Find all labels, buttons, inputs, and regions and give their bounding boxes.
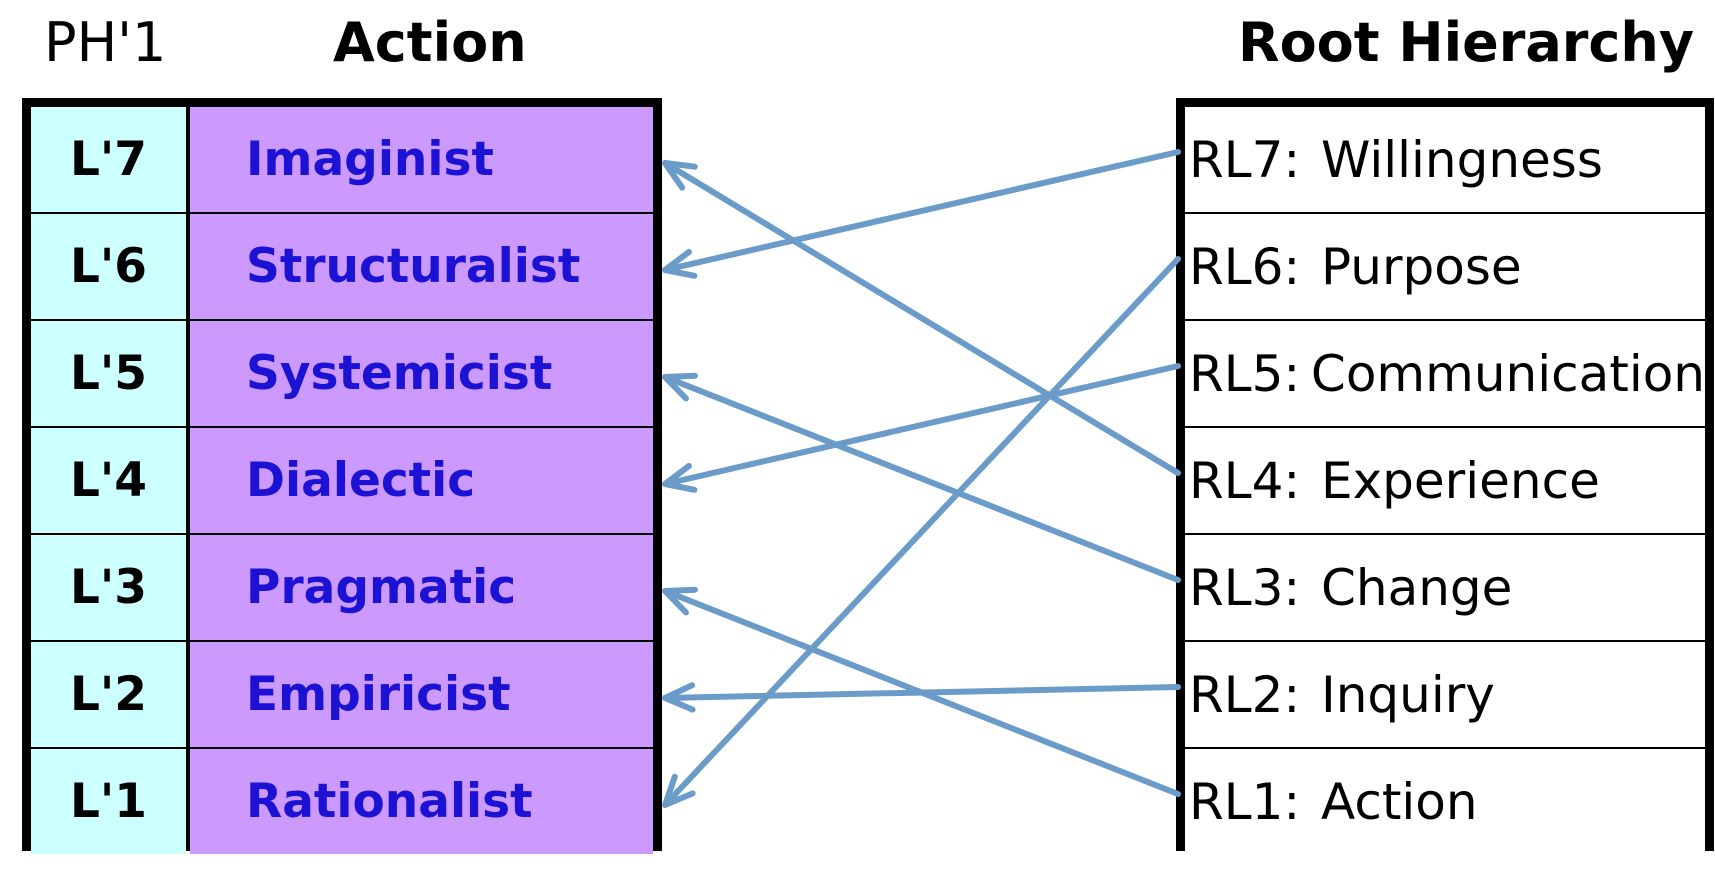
root-code: RL7:	[1189, 130, 1301, 189]
level-label: L'1	[31, 749, 186, 854]
action-table: L'7 Imaginist L'6 Structuralist L'5 Syst…	[22, 98, 662, 854]
root-name: Action	[1321, 772, 1478, 831]
connection-arrow	[662, 682, 1181, 713]
root-row-rl6: RL6: Purpose	[1185, 214, 1705, 319]
root-name: Purpose	[1321, 237, 1522, 296]
level-label: L'5	[31, 321, 186, 426]
arrowhead	[662, 248, 698, 279]
root-row-rl4: RL4: Experience	[1185, 428, 1705, 533]
action-label: Rationalist	[190, 749, 653, 854]
arrowhead	[662, 773, 696, 808]
action-header: Action	[333, 11, 527, 74]
level-label: L'3	[31, 535, 186, 640]
root-row-rl7: RL7: Willingness	[1185, 107, 1705, 212]
arrowhead	[662, 372, 698, 402]
level-label: L'4	[31, 428, 186, 533]
root-code: RL1:	[1189, 772, 1301, 831]
root-name: Inquiry	[1321, 665, 1495, 724]
action-row-l7: L'7 Imaginist	[31, 107, 653, 212]
root-name: Change	[1321, 558, 1513, 617]
root-name: Communication	[1310, 344, 1705, 403]
root-row-rl2: RL2: Inquiry	[1185, 642, 1705, 747]
action-row-l6: L'6 Structuralist	[31, 214, 653, 319]
arrowhead	[662, 462, 698, 493]
level-label: L'2	[31, 642, 186, 747]
arrowhead	[662, 586, 698, 616]
action-label: Systemicist	[190, 321, 653, 426]
action-row-l2: L'2 Empiricist	[31, 642, 653, 747]
root-hierarchy-header: Root Hierarchy	[1238, 11, 1695, 74]
ph-header: PH'1	[44, 11, 167, 74]
action-label: Pragmatic	[190, 535, 653, 640]
root-code: RL2:	[1189, 665, 1301, 724]
action-label: Dialectic	[190, 428, 653, 533]
action-label: Structuralist	[190, 214, 653, 319]
level-label: L'6	[31, 214, 186, 319]
connection-arrow	[662, 372, 1181, 583]
connection-arrow	[662, 149, 1181, 279]
root-code: RL3:	[1189, 558, 1301, 617]
action-row-l5: L'5 Systemicist	[31, 321, 653, 426]
arrowhead	[662, 682, 696, 713]
connection-arrow	[662, 256, 1181, 808]
root-code: RL5:	[1189, 344, 1301, 403]
root-row-rl5: RL5: Communication	[1185, 321, 1705, 426]
connection-arrow	[662, 160, 1181, 476]
action-row-l1: L'1 Rationalist	[31, 749, 653, 854]
action-row-l4: L'4 Dialectic	[31, 428, 653, 533]
root-code: RL6:	[1189, 237, 1301, 296]
root-row-rl1: RL1: Action	[1185, 749, 1705, 854]
root-row-rl3: RL3: Change	[1185, 535, 1705, 640]
action-label: Empiricist	[190, 642, 653, 747]
action-row-l3: L'3 Pragmatic	[31, 535, 653, 640]
root-code: RL4:	[1189, 451, 1301, 510]
root-name: Experience	[1321, 451, 1600, 510]
action-label: Imaginist	[190, 107, 653, 212]
root-name: Willingness	[1321, 130, 1603, 189]
arrowhead	[662, 160, 698, 191]
root-hierarchy-table: RL7: Willingness RL6: Purpose RL5: Commu…	[1176, 98, 1714, 854]
connection-arrow	[662, 363, 1181, 493]
connection-arrow	[662, 586, 1181, 797]
level-label: L'7	[31, 107, 186, 212]
